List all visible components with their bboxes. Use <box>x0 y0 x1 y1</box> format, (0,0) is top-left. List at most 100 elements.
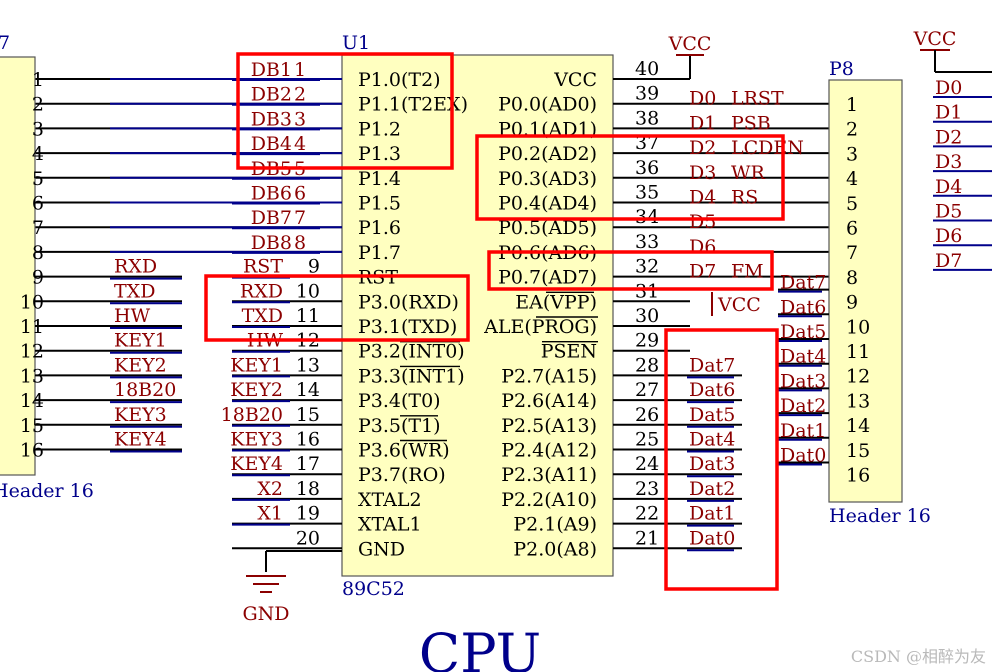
chip-pin-name-left: XTAL1 <box>358 514 422 536</box>
chip-pin-name-right: P2.2(A10) <box>501 489 597 511</box>
left-header-pin-number: 12 <box>20 341 44 363</box>
chip-pin-number-right: 39 <box>635 83 659 105</box>
chip-pin-number-right: 21 <box>635 527 659 549</box>
chip-pin-name-right: VCC <box>553 69 597 91</box>
left-header-net: KEY1 <box>114 330 167 352</box>
chip-pin-number-left: 19 <box>296 503 320 525</box>
chip-pin-number-right: 22 <box>635 503 659 525</box>
net-label-p0: D5 <box>689 211 716 233</box>
chip-pin-number-right: 29 <box>635 330 659 352</box>
left-header-net: TXD <box>114 280 155 302</box>
highlight-box <box>475 134 785 221</box>
net-label-func: RS <box>731 187 758 209</box>
chip-pin-name-right: ALE(PROG) <box>483 316 597 338</box>
far-right-net: D0 <box>935 77 962 99</box>
net-label-func: FM <box>731 261 764 283</box>
chip-pin-number-left: 20 <box>296 527 320 549</box>
left-header-net: 18B20 <box>114 379 176 401</box>
diagram-title: CPU <box>419 622 541 672</box>
net-label-db: DB6 <box>251 183 292 205</box>
chip-pin-name-right: P2.6(A14) <box>501 390 597 412</box>
highlight-box <box>204 274 470 342</box>
chip-pin-name-left: GND <box>358 538 405 560</box>
chip-pin-number-right: 34 <box>635 206 659 228</box>
chip-pin-name-right: P2.1(A9) <box>513 514 597 536</box>
net-label-dat: Dat3 <box>689 453 735 475</box>
left-header-net: KEY4 <box>114 429 167 451</box>
net-label-db: DB4 <box>251 133 292 155</box>
right-header-designator: P8 <box>829 58 854 80</box>
chip-part-number: 89C52 <box>342 578 405 600</box>
net-label-func: LCDEN <box>731 137 804 159</box>
left-header-pin-number: 16 <box>20 440 44 462</box>
right-header-net: Dat7 <box>780 272 826 294</box>
net-label-dat: Dat7 <box>689 354 735 376</box>
chip-pin-name-right: P2.3(A11) <box>501 464 597 486</box>
chip-pin-name-left: P1.1(T2EX) <box>358 94 468 116</box>
net-label-p0: D6 <box>689 236 716 258</box>
chip-pin-name-right: EA(VPP) <box>515 291 597 313</box>
right-header-net: Dat1 <box>780 420 826 442</box>
far-right-net: D1 <box>935 102 962 124</box>
gnd-label: GND <box>242 603 289 625</box>
net-label-p0: D4 <box>689 187 716 209</box>
left-header-net: RXD <box>114 256 157 278</box>
net-label-db-index: 7 <box>294 207 306 229</box>
chip-designator: U1 <box>342 32 370 54</box>
far-right-vcc-label: VCC <box>913 28 957 50</box>
chip-pin-number-right: 32 <box>635 256 659 278</box>
chip-pin-name-left: P3.6(WR) <box>358 440 450 462</box>
left-header-net: HW <box>114 305 151 327</box>
left-header-pin-number: 8 <box>32 242 44 264</box>
chip-pin-name-right: P0.0(AD0) <box>498 94 597 116</box>
net-label-left: TXD <box>242 305 283 327</box>
chip-pin-name-left: P3.3(INT1) <box>358 365 465 387</box>
chip-pin-number-left: 11 <box>296 305 320 327</box>
chip-pin-name-left: P3.1(TXD) <box>358 316 457 338</box>
right-header-pin-number: 14 <box>846 415 870 437</box>
chip-pin-name-left: P3.5(T1) <box>358 415 441 437</box>
chip-pin-number-left: 9 <box>308 256 320 278</box>
chip-pin-name-left: XTAL2 <box>358 489 422 511</box>
chip-pin-name-right: P0.7(AD7) <box>498 267 597 289</box>
far-right-net: D2 <box>935 126 962 148</box>
far-right-net: D6 <box>935 225 962 247</box>
net-label-dat: Dat6 <box>689 379 735 401</box>
net-label-dat: Dat1 <box>689 503 735 525</box>
chip-pin-number-left: 17 <box>296 453 320 475</box>
chip-pin-name-left: P1.2 <box>358 118 401 140</box>
chip-pin-name-right: P2.5(A13) <box>501 415 597 437</box>
net-label-left: X1 <box>257 503 283 525</box>
net-label-db-index: 2 <box>294 84 306 106</box>
left-header-pin-number: 7 <box>32 217 44 239</box>
left-header-pin-number: 14 <box>20 390 44 412</box>
net-label-db-index: 6 <box>294 183 306 205</box>
left-header-net: KEY2 <box>114 354 167 376</box>
right-header-pin-number: 6 <box>846 218 858 240</box>
net-label-db: DB2 <box>251 84 292 106</box>
watermark: CSDN @相醉为友 <box>851 647 986 666</box>
chip-pin-number-right: 27 <box>635 379 659 401</box>
chip-pin-number-left: 10 <box>296 280 320 302</box>
net-label-p0: D1 <box>689 112 716 134</box>
left-header-pin-number: 11 <box>20 316 44 338</box>
chip-pin-number-right: 35 <box>635 182 659 204</box>
right-header-net: Dat3 <box>780 370 826 392</box>
left-header-pin-number: 13 <box>20 365 44 387</box>
right-header-part: Header 16 <box>829 505 931 527</box>
right-header-pin-number: 10 <box>846 316 870 338</box>
net-label-left: KEY3 <box>230 429 283 451</box>
chip-pin-number-right: 33 <box>635 231 659 253</box>
net-label-func: LRST <box>731 88 784 110</box>
right-header-net: Dat2 <box>780 395 826 417</box>
chip-pin-name-right: P2.4(A12) <box>501 440 597 462</box>
net-label-db: DB1 <box>251 59 292 81</box>
chip-pin-number-left: 14 <box>296 379 320 401</box>
left-header-net: KEY3 <box>114 404 167 426</box>
right-header-pin-number: 1 <box>846 94 858 116</box>
chip-pin-number-right: 24 <box>635 453 659 475</box>
chip-pin-name-right: P0.5(AD5) <box>498 217 597 239</box>
chip-pin-number-right: 36 <box>635 157 659 179</box>
highlight-box <box>664 328 779 591</box>
